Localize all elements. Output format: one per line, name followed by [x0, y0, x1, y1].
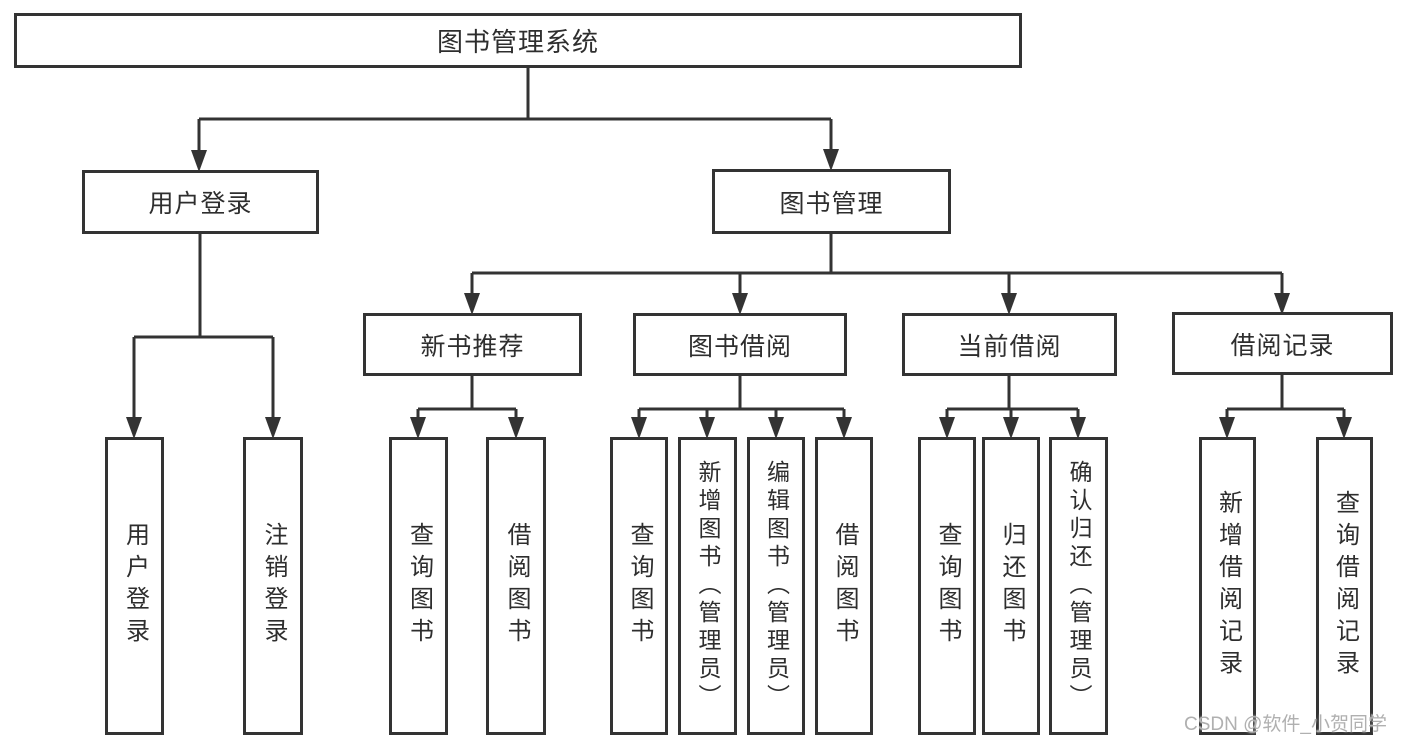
node-borrow-records-label: 借阅记录 — [1230, 331, 1335, 360]
leaf-return-books-label: 归还图书 — [998, 522, 1025, 650]
leaf-confirm-return-admin-label: 确认归还（管理员） — [1066, 460, 1092, 712]
node-new-book-recommend-label: 新书推荐 — [420, 332, 525, 361]
leaf-query-borrow-record-label: 查询借阅记录 — [1331, 490, 1359, 682]
node-user-login-label: 用户登录 — [148, 190, 253, 218]
leaf-add-books-admin: 新增图书（管理员） — [678, 437, 737, 735]
leaf-edit-books-admin: 编辑图书（管理员） — [747, 437, 805, 735]
leaf-user-login: 用户登录 — [105, 437, 164, 735]
node-book-borrow-label: 图书借阅 — [687, 332, 792, 361]
node-library-system: 图书管理系统 — [14, 13, 1022, 68]
arrowhead-icons — [126, 149, 1352, 439]
leaf-add-books-admin-label: 新增图书（管理员） — [695, 460, 721, 712]
leaf-recommend-borrow-books-label: 借阅图书 — [503, 522, 530, 650]
node-user-login: 用户登录 — [82, 170, 319, 234]
node-library-system-label: 图书管理系统 — [436, 27, 599, 57]
leaf-user-login-label: 用户登录 — [121, 522, 149, 650]
leaf-add-borrow-record: 新增借阅记录 — [1199, 437, 1256, 735]
leaf-logout: 注销登录 — [243, 437, 303, 735]
leaf-borrow-query-books-label: 查询图书 — [626, 522, 653, 650]
csdn-watermark: CSDN @软件_小贺同学 — [1184, 714, 1387, 735]
leaf-recommend-borrow-books: 借阅图书 — [486, 437, 546, 735]
node-book-management: 图书管理 — [712, 169, 951, 234]
leaf-confirm-return-admin: 确认归还（管理员） — [1049, 437, 1108, 735]
node-new-book-recommend: 新书推荐 — [363, 313, 582, 376]
leaf-borrow-books: 借阅图书 — [815, 437, 873, 735]
node-book-management-label: 图书管理 — [779, 189, 884, 218]
leaf-recommend-query-books: 查询图书 — [389, 437, 448, 735]
leaf-edit-books-admin-label: 编辑图书（管理员） — [763, 460, 790, 712]
leaf-current-query-books-label: 查询图书 — [934, 522, 961, 650]
leaf-add-borrow-record-label: 新增借阅记录 — [1214, 490, 1242, 682]
leaf-current-query-books: 查询图书 — [918, 437, 976, 735]
leaf-borrow-books-label: 借阅图书 — [831, 522, 858, 650]
node-current-borrow: 当前借阅 — [902, 313, 1117, 376]
node-borrow-records: 借阅记录 — [1172, 312, 1393, 375]
leaf-query-borrow-record: 查询借阅记录 — [1316, 437, 1373, 735]
leaf-recommend-query-books-label: 查询图书 — [405, 522, 433, 650]
leaf-return-books: 归还图书 — [982, 437, 1040, 735]
leaf-borrow-query-books: 查询图书 — [610, 437, 668, 735]
node-current-borrow-label: 当前借阅 — [957, 332, 1062, 361]
leaf-logout-label: 注销登录 — [260, 522, 287, 650]
node-book-borrow: 图书借阅 — [633, 313, 847, 376]
